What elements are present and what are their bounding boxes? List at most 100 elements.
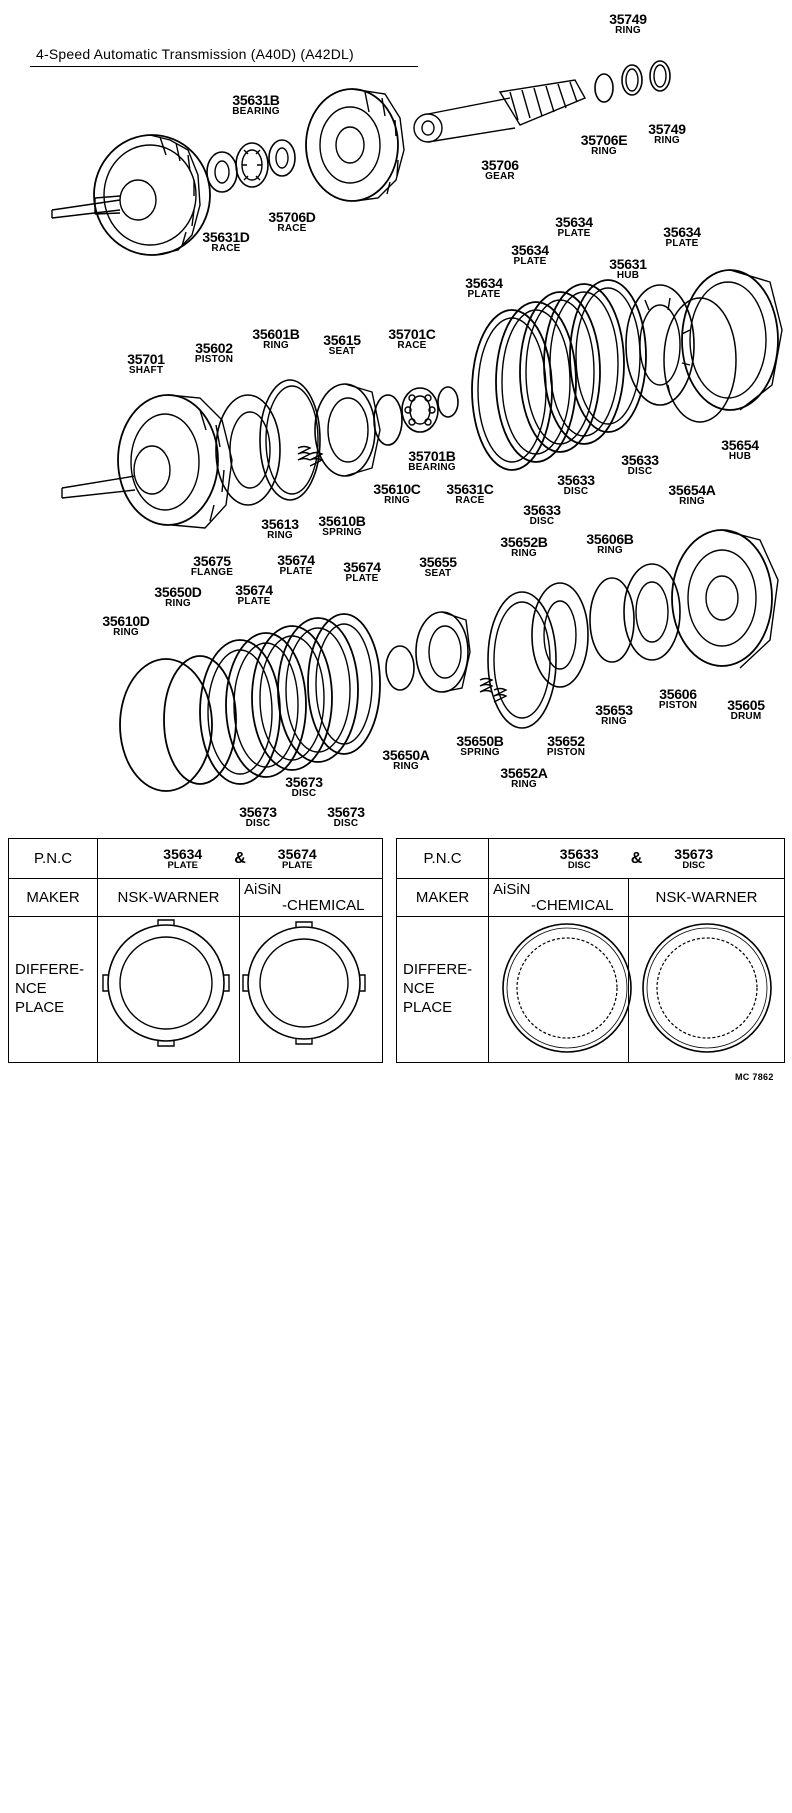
row1-assembly xyxy=(51,60,671,256)
race-35631c xyxy=(437,386,459,418)
nsk-disc-cell: NW xyxy=(628,916,785,1063)
ring-35749-a xyxy=(621,64,643,96)
row3-assembly xyxy=(119,529,779,792)
drum-35605 xyxy=(671,529,779,669)
ring-35601b xyxy=(259,379,321,501)
bearing-35631b xyxy=(235,142,269,188)
ampersand: & xyxy=(234,849,246,867)
maker-label: MAKER xyxy=(8,878,98,917)
hub-35631 xyxy=(625,284,695,406)
ring-35610d xyxy=(119,658,213,792)
maker-label: MAKER xyxy=(396,878,489,917)
planetary-carrier xyxy=(305,88,405,202)
diagram-title: 4-Speed Automatic Transmission (A40D) (A… xyxy=(36,46,354,62)
piston-35652 xyxy=(531,582,589,688)
race-35631d xyxy=(206,151,238,193)
seat-35655 xyxy=(415,611,471,693)
ring-35749-b xyxy=(649,60,671,92)
gear-35706 xyxy=(413,79,586,143)
title-underline xyxy=(30,66,418,67)
clutch-pack-35674-35673 xyxy=(199,613,381,785)
ampersand: & xyxy=(630,849,643,867)
clutch-pack-35634-35633 xyxy=(471,279,647,471)
footer-code: MC 7862 xyxy=(735,1072,774,1082)
maker-nsk-warner: NSK-WARNER xyxy=(628,878,785,917)
race-35706d xyxy=(268,139,296,177)
ring-35706e xyxy=(594,73,614,103)
ring-35606b xyxy=(589,577,635,663)
piston-35606 xyxy=(623,563,681,661)
aisin-disc-cell xyxy=(488,916,629,1063)
ring-35610c xyxy=(373,394,403,446)
maker-aisin-chemical: AiSiN-CHEMICAL xyxy=(239,878,383,917)
ring-35652b xyxy=(487,591,557,729)
seat-35615 xyxy=(314,383,381,477)
pnc-label: P.N.C xyxy=(396,838,489,879)
ring-35650d xyxy=(163,655,237,785)
row2-assembly xyxy=(61,269,783,529)
maker-aisin-chemical: AiSiN-CHEMICAL xyxy=(488,878,629,917)
piston-35602 xyxy=(215,394,281,506)
shaft-35701 xyxy=(61,394,233,529)
maker-nsk-warner: NSK-WARNER xyxy=(97,878,240,917)
ring-35650a xyxy=(385,645,415,691)
bearing-35701b xyxy=(401,387,439,433)
aisin-plate-cell xyxy=(239,916,383,1063)
drum-35701-top xyxy=(51,134,211,256)
pnc-label: P.N.C xyxy=(8,838,98,879)
nsk-plate-cell xyxy=(97,916,240,1063)
spring-35650b xyxy=(479,677,508,703)
